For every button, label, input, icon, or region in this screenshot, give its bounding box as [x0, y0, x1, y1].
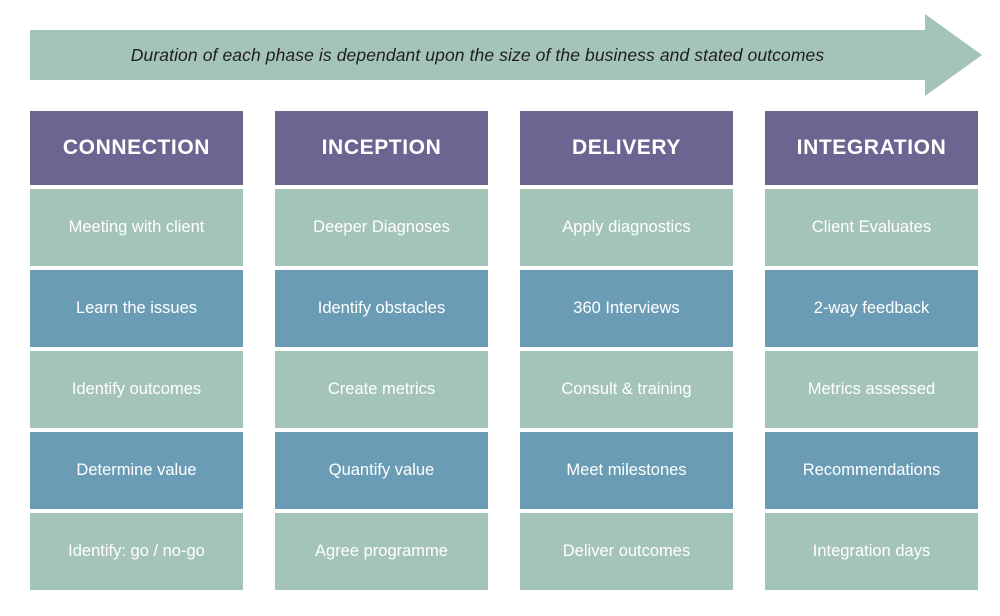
phase-step-cell[interactable]: Learn the issues [30, 270, 243, 347]
phase-step-cell[interactable]: Identify outcomes [30, 351, 243, 428]
duration-banner-text: Duration of each phase is dependant upon… [130, 44, 825, 65]
phase-step-cell[interactable]: Meeting with client [30, 189, 243, 266]
phase-step-cell[interactable]: Deliver outcomes [520, 513, 733, 590]
phase-step-cell[interactable]: Determine value [30, 432, 243, 509]
phase-step-cell[interactable]: Integration days [765, 513, 978, 590]
phase-step-cell[interactable]: Consult & training [520, 351, 733, 428]
phase-step-cell[interactable]: Quantify value [275, 432, 488, 509]
phase-step-cell[interactable]: Identify obstacles [275, 270, 488, 347]
phase-header-connection[interactable]: CONNECTION [30, 111, 243, 185]
phase-step-cell[interactable]: Metrics assessed [765, 351, 978, 428]
phase-header-inception[interactable]: INCEPTION [275, 111, 488, 185]
phase-step-cell[interactable]: Client Evaluates [765, 189, 978, 266]
phase-step-cell[interactable]: 2-way feedback [765, 270, 978, 347]
phase-step-cell[interactable]: 360 Interviews [520, 270, 733, 347]
phase-step-cell[interactable]: Apply diagnostics [520, 189, 733, 266]
phase-step-cell[interactable]: Recommendations [765, 432, 978, 509]
phase-step-cell[interactable]: Create metrics [275, 351, 488, 428]
phase-step-cell[interactable]: Agree programme [275, 513, 488, 590]
phase-step-cell[interactable]: Deeper Diagnoses [275, 189, 488, 266]
duration-banner: Duration of each phase is dependant upon… [30, 14, 982, 96]
arrow-shape-icon [30, 14, 982, 96]
phase-step-cell[interactable]: Meet milestones [520, 432, 733, 509]
phase-header-delivery[interactable]: DELIVERY [520, 111, 733, 185]
phase-step-cell[interactable]: Identify: go / no-go [30, 513, 243, 590]
phase-header-integration[interactable]: INTEGRATION [765, 111, 978, 185]
